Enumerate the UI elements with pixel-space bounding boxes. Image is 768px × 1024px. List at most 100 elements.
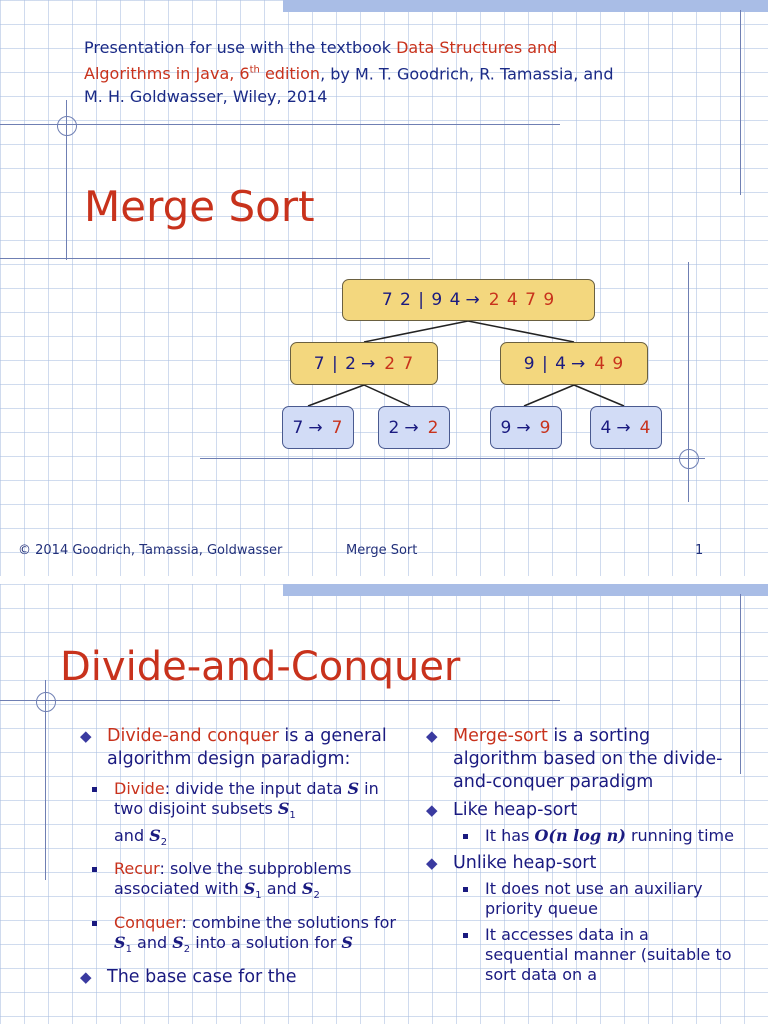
tree-node-right: 9 | 4→4 9 bbox=[500, 342, 648, 385]
math-var: S bbox=[172, 932, 184, 952]
term: Divide bbox=[114, 779, 165, 798]
bullet-text: Unlike heap-sort bbox=[453, 853, 597, 873]
intro-suffix: , by M. T. Goodrich, R. Tamassia, and M.… bbox=[84, 64, 614, 107]
decor-line bbox=[0, 700, 560, 701]
book-title-part2: edition bbox=[259, 64, 321, 84]
math-sub: 1 bbox=[125, 943, 132, 955]
decor-line bbox=[66, 100, 67, 260]
arrow-icon: → bbox=[308, 417, 324, 438]
bullet-base-case: The base case for the bbox=[80, 966, 400, 989]
node-output: 2 bbox=[427, 417, 440, 438]
arrow-icon: → bbox=[616, 417, 632, 438]
decor-line bbox=[45, 680, 46, 880]
footer-topic: Merge Sort bbox=[346, 543, 418, 558]
node-input: 7 bbox=[292, 417, 305, 438]
bullet-text: running time bbox=[625, 826, 734, 845]
tree-leaf: 4→4 bbox=[590, 406, 662, 449]
slide-2: Divide-and-Conquer Divide-and conquer is… bbox=[0, 584, 768, 1024]
bullet-text: : combine the solutions for bbox=[181, 912, 396, 932]
book-title-part1: Data Structures and Algorithms in Java, … bbox=[84, 38, 558, 84]
node-output: 4 bbox=[639, 417, 652, 438]
math-var: S bbox=[243, 879, 256, 899]
bullet-unlike-heap-sort: Unlike heap-sort It does not use an auxi… bbox=[426, 852, 736, 985]
node-output: 9 bbox=[539, 417, 552, 438]
bullet-text: and bbox=[261, 879, 302, 899]
bullet-divide-and-conquer: Divide-and conquer is a general algorith… bbox=[80, 725, 400, 960]
sub-bullet-divide: Divide: divide the input data S in two d… bbox=[80, 779, 400, 853]
bullet-text: It does not use an auxiliary priority qu… bbox=[485, 879, 703, 918]
decor-line bbox=[200, 458, 705, 459]
bullet-merge-sort: Merge-sort is a sorting algorithm based … bbox=[426, 725, 736, 794]
slide-gap bbox=[0, 576, 768, 584]
math-var: S bbox=[149, 826, 161, 846]
node-input: 7 | 2 bbox=[313, 353, 357, 374]
intro-prefix: Presentation for use with the textbook bbox=[84, 38, 397, 57]
arrow-icon: → bbox=[570, 353, 587, 374]
top-accent-bar bbox=[283, 0, 768, 12]
tree-leaf: 7→7 bbox=[282, 406, 354, 449]
right-column: Merge-sort is a sorting algorithm based … bbox=[426, 725, 736, 991]
node-input: 4 bbox=[600, 417, 613, 438]
bullet-text: : solve the subproblems associated with bbox=[114, 859, 352, 899]
tree-leaf: 2→2 bbox=[378, 406, 450, 449]
bullet-text: and bbox=[114, 826, 150, 846]
bullet-text: and bbox=[131, 932, 173, 952]
math-sub: 1 bbox=[255, 890, 262, 902]
bullet-text: : divide the input data bbox=[164, 779, 348, 798]
footer-copyright: © 2014 Goodrich, Tamassia, Goldwasser bbox=[18, 543, 283, 558]
tree-leaf: 9→9 bbox=[490, 406, 562, 449]
decor-line bbox=[688, 262, 689, 502]
book-edition-sup: th bbox=[249, 65, 260, 76]
sub-bullet-conquer: Conquer: combine the solutions for S1 an… bbox=[80, 913, 400, 960]
arrow-icon: → bbox=[465, 290, 481, 310]
math-expr: O(n log n) bbox=[534, 826, 626, 845]
sub-bullet-no-priority-queue: It does not use an auxiliary priority qu… bbox=[426, 879, 736, 919]
tree-edges bbox=[307, 320, 625, 407]
math-var: S bbox=[301, 879, 314, 899]
math-var: S bbox=[341, 932, 353, 952]
node-input: 7 2 | 9 4 bbox=[381, 290, 462, 310]
math-sub: 2 bbox=[313, 890, 320, 902]
bullet-text: is a general algorithm design paradigm: bbox=[107, 726, 387, 769]
left-column: Divide-and conquer is a general algorith… bbox=[80, 725, 400, 994]
math-sub: 2 bbox=[160, 837, 168, 849]
bullet-text: The base case for the bbox=[107, 966, 297, 987]
bullet-text: is a sorting algorithm based on the divi… bbox=[453, 726, 723, 792]
decor-circle bbox=[57, 116, 77, 136]
sub-bullet-running-time: It has O(n log n) running time bbox=[426, 826, 736, 846]
decor-circle bbox=[36, 692, 56, 712]
term: Merge-sort bbox=[453, 726, 548, 746]
intro-text: Presentation for use with the textbook D… bbox=[84, 36, 624, 108]
decor-line bbox=[0, 258, 430, 259]
math-var: S bbox=[277, 799, 290, 818]
node-input: 2 bbox=[388, 417, 401, 438]
arrow-icon: → bbox=[516, 417, 532, 438]
arrow-icon: → bbox=[404, 417, 420, 438]
node-output: 4 9 bbox=[594, 353, 625, 374]
top-accent-bar bbox=[283, 584, 768, 596]
book-title: Data Structures and Algorithms in Java, … bbox=[84, 38, 557, 83]
tree-node-left: 7 | 2→2 7 bbox=[290, 342, 438, 385]
slide-title: Merge Sort bbox=[84, 182, 315, 231]
term: Conquer bbox=[114, 912, 182, 932]
math-sub: 2 bbox=[183, 943, 191, 955]
node-output: 7 bbox=[331, 417, 344, 438]
sub-bullet-sequential-access: It accesses data in a sequential manner … bbox=[426, 925, 736, 985]
bullet-like-heap-sort: Like heap-sort It has O(n log n) running… bbox=[426, 799, 736, 846]
tree-node-root: 7 2 | 9 4→ 2 4 7 9 bbox=[342, 279, 595, 321]
bullet-text: It has bbox=[485, 826, 535, 845]
arrow-icon: → bbox=[360, 353, 377, 374]
decor-circle bbox=[679, 449, 699, 469]
bullet-text: Like heap-sort bbox=[453, 800, 578, 820]
node-input: 9 bbox=[500, 417, 513, 438]
slide-1: Presentation for use with the textbook D… bbox=[0, 0, 768, 576]
math-var: S bbox=[114, 932, 126, 952]
footer-page-number: 1 bbox=[695, 543, 704, 558]
bullet-text: in two disjoint subsets bbox=[114, 779, 379, 818]
term: Divide-and conquer bbox=[107, 726, 279, 746]
math-var: S bbox=[347, 779, 360, 798]
sub-bullet-recur: Recur: solve the subproblems associated … bbox=[80, 859, 400, 906]
term: Recur bbox=[114, 859, 160, 879]
math-sub: 1 bbox=[289, 810, 296, 822]
node-output: 2 4 7 9 bbox=[488, 290, 556, 310]
